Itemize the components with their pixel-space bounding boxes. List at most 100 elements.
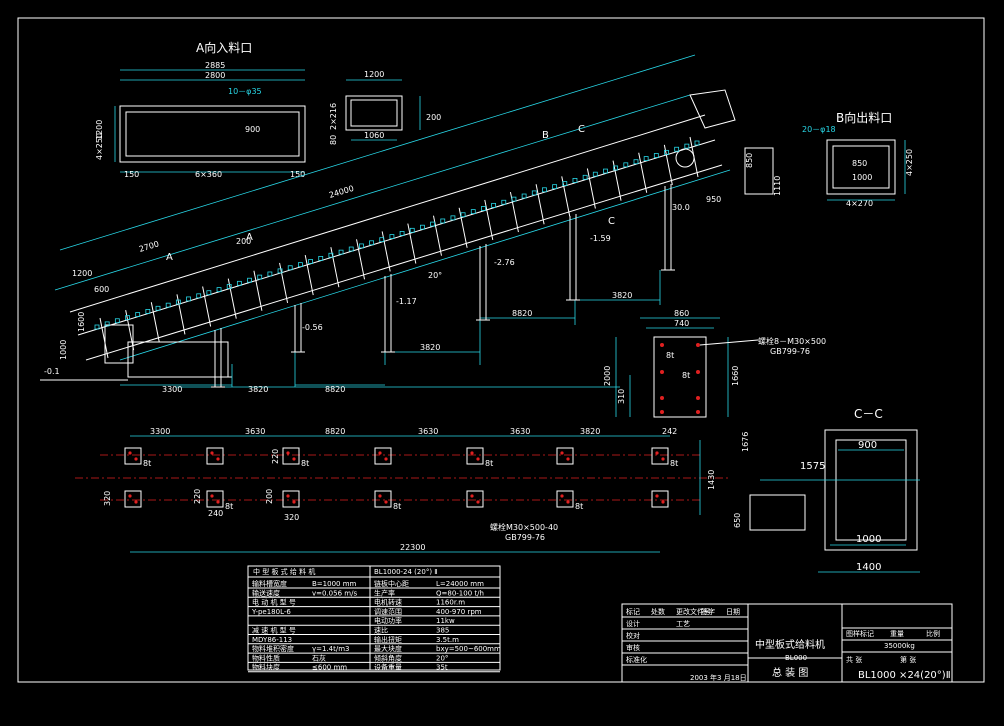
spec-cell: 11kw [436,617,455,625]
dim-cc-1: 900 [858,440,877,451]
title-block-left-grid: 标记处数更改文件号签字日期设计工艺校对审核标准化 [622,607,748,666]
anchor-plate: 8t [466,447,493,468]
dim-side-9: 3820 [420,343,440,352]
anchor-load-label: 8t [575,502,583,511]
cross-member [125,310,135,351]
cross-member [663,144,673,185]
spec-cell: 设备重量 [374,663,402,672]
anchor-plate [651,490,669,508]
anchor-load-label: 8t [143,459,151,468]
dim-fp-2: 740 [674,319,689,328]
chain-link [287,265,293,271]
anchor-load-label: 8t [301,459,309,468]
spec-cell: 3.5t.m [436,636,459,644]
spec-cell: 电 动 机 型 号 [252,598,296,607]
anchor-load-label: 8t [485,459,493,468]
tb-cell: 签字 [701,607,715,616]
spec-cell: bxy=500~600mm [436,645,501,653]
chain-link [470,209,476,215]
dim-fp-3: 2000 [603,366,612,386]
anchor-plate: 8t [124,447,151,468]
dim-side-11: 3820 [612,291,632,300]
chain-link [399,231,405,236]
cross-member [458,207,468,248]
dim-plan-5: 3630 [510,427,530,436]
spec-cell: 400-970 rpm [436,608,482,616]
spec-model: BL1000-24 (20°) Ⅱ [374,568,438,576]
title-block-drawing-name: 总 装 图 [772,666,808,679]
dim-side-1: 24000 [328,184,355,200]
elev-1: -0.1 [44,367,60,376]
anchor-plate: 8t [556,490,583,511]
plan-bolt-note-1: 螺栓M30×500-40 [490,522,558,532]
foundation-bolt-hole [696,343,700,347]
fp-load-2: 8t [682,371,690,380]
dim-a-8: 150 [124,170,139,179]
tb-cell: 工艺 [676,620,690,628]
spec-cell: 385 [436,627,449,635]
chain-link [94,324,100,330]
marker-c-1: C [578,124,585,135]
anchor-plate [124,490,142,508]
plan-view: 3300 3630 8820 3630 3630 3820 242 22300 … [75,427,730,553]
anchor-plate [374,447,392,465]
dim-a-9: 150 [290,170,305,179]
foundation-bolt-hole [696,370,700,374]
chain-link [389,234,395,239]
cross-member [99,317,109,359]
cross-member [279,262,289,304]
title-block-name: 中型板式给料机 [755,638,825,651]
dim-side-8: 8820 [325,385,345,394]
dim-cc-3: 1676 [741,432,750,452]
section-small-view: 1200 1060 200 2×216 80 [329,70,441,145]
spec-cell: 最大块度 [374,644,402,653]
chain-link [267,271,273,277]
spec-cell: 物料块度 [252,663,280,672]
spec-cell: Q=80-100 t/h [436,589,484,597]
cross-member [689,136,699,178]
chain-link [460,212,466,218]
spec-cell: ≤600 mm [312,664,347,672]
supports-layer [94,136,700,388]
anchor-plate [206,447,224,465]
marker-b: B [542,130,549,141]
chain-link [165,302,171,308]
support-post [566,214,580,301]
dim-side-15: 600 [94,285,109,294]
elev-4: -2.76 [494,258,515,267]
elev-2: -0.56 [302,323,323,332]
chain-link [359,243,364,249]
chain-link [216,287,222,292]
chain-link [338,249,344,255]
chain-link [603,168,608,174]
side-view: 24000 2700 1200 1600 1000 3300 3820 8820… [40,54,782,394]
cross-member [484,199,494,241]
dim-plan-14: 240 [208,509,223,518]
spec-cell: 输送速度 [252,588,280,597]
tb-cell: 更改文件号 [676,607,711,616]
dim-plan-8: 22300 [400,543,425,552]
chain-link [562,181,568,186]
chain-link [308,259,313,264]
chain-link [633,159,639,165]
chain-link [531,190,537,196]
dim-b-1: 20－φ18 [802,125,836,134]
support-post [291,303,305,353]
chain-link [623,162,629,168]
cross-member [176,294,186,335]
dim-a-7: 6×360 [195,170,222,179]
dim-s-4: 2×216 [329,103,338,130]
tb-cell: 日期 [726,608,740,616]
chain-link [440,218,446,224]
chain-link [552,184,558,190]
dim-plan-12: 200 [265,489,274,504]
dim-fp-5: 310 [617,389,626,404]
spec-cell: 物料性质 [252,653,280,662]
anchor-plate [282,490,300,508]
spec-cell: 减 速 机 型 号 [252,626,296,635]
dim-plan-1: 3300 [150,427,170,436]
title-block-date: 2003 年3 月18日 [690,673,747,682]
dim-cc-2: 1575 [800,461,825,472]
chain-link [145,309,151,314]
